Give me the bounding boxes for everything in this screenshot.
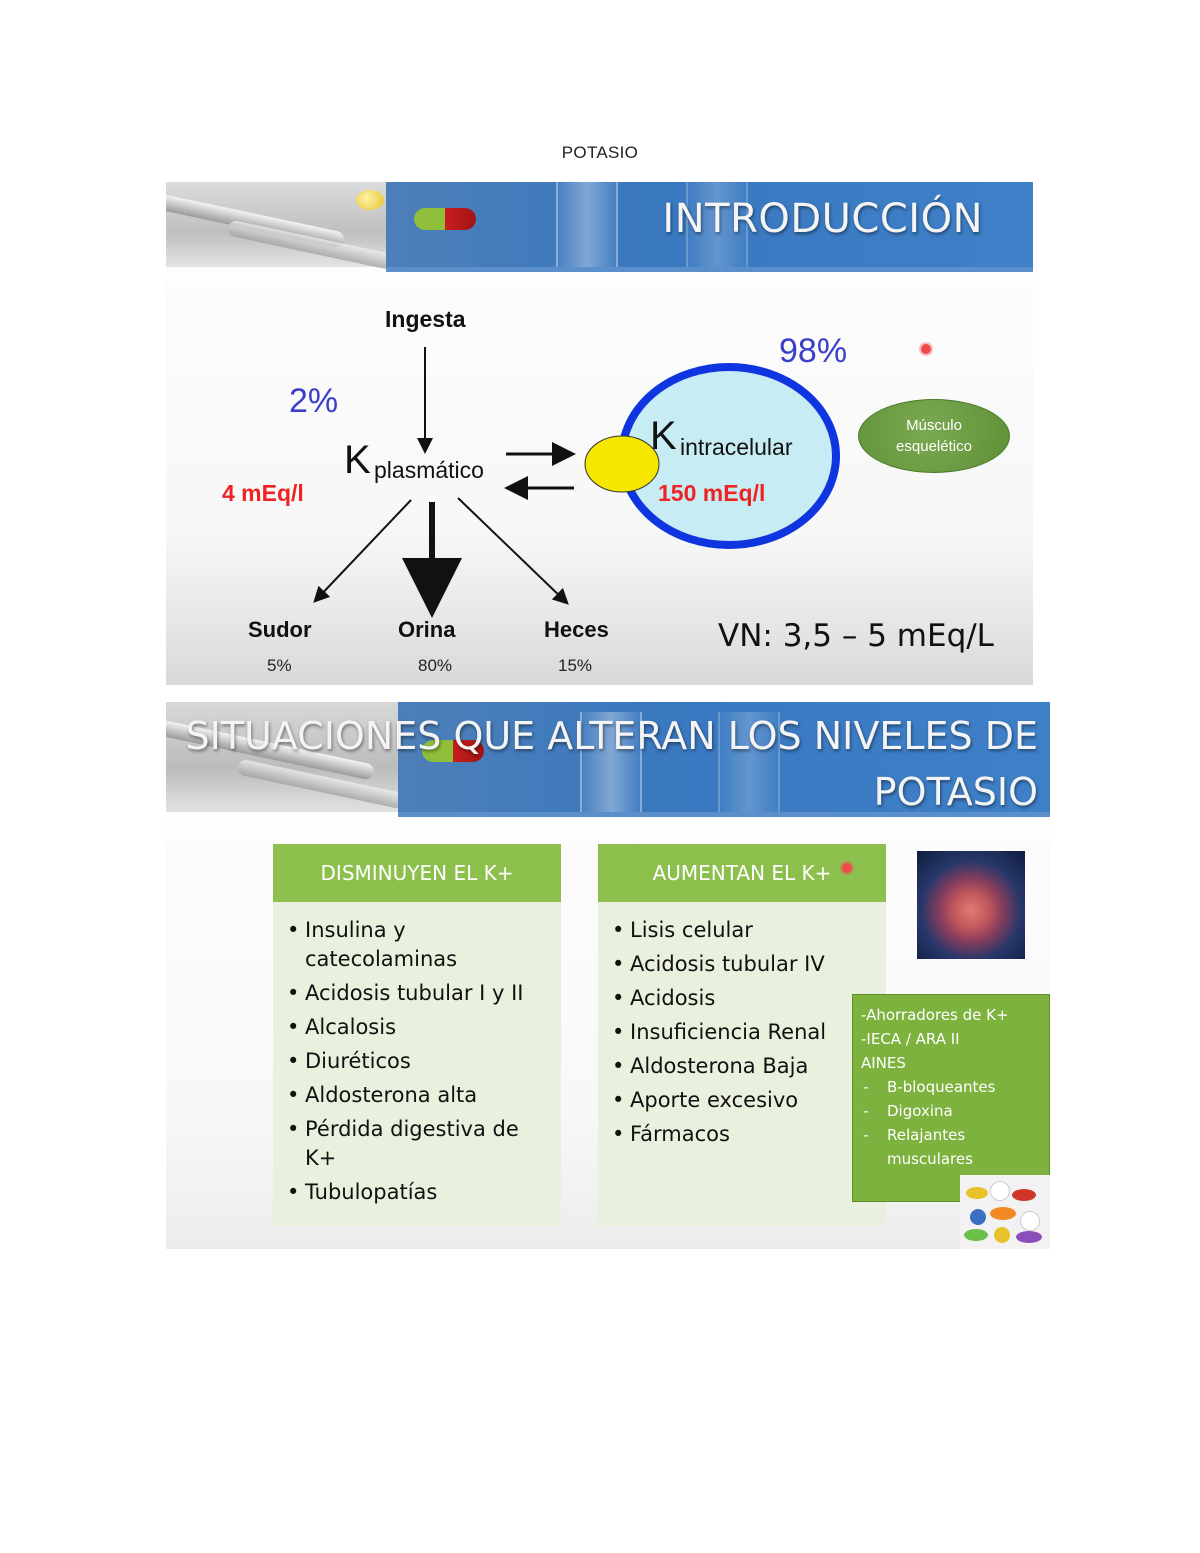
drugs-box: -Ahorradores de K+ -IECA / ARA II AINES …	[852, 994, 1050, 1202]
banner-blue	[386, 182, 1033, 267]
slide-title-line-1: SITUACIONES QUE ALTERAN LOS NIVELES DE	[185, 714, 1038, 758]
output-name-heces: Heces	[544, 617, 609, 642]
plasma-percent: 2%	[289, 382, 339, 420]
banner-photo	[166, 702, 406, 812]
drugs-line: -Ahorradores de K+	[861, 1006, 1009, 1024]
intracellular-percent: 98%	[779, 332, 848, 370]
drugs-line: -IECA / ARA II	[861, 1030, 960, 1048]
slide-title: SITUACIONES QUE ALTERAN LOS NIVELES DE P…	[185, 708, 1038, 820]
normal-value: VN: 3,5 – 5 mEq/L	[718, 618, 994, 654]
list-item: Acidosis	[612, 984, 872, 1013]
intracellular-concentration: 150 mEq/l	[658, 480, 766, 506]
slide-situaciones: SITUACIONES QUE ALTERAN LOS NIVELES DE P…	[166, 702, 1050, 1249]
drugs-line: AINES	[861, 1054, 906, 1072]
page-title: POTASIO	[561, 143, 639, 162]
k-intra-symbol: K	[650, 414, 677, 458]
output-name-sudor: Sudor	[248, 617, 312, 642]
list-item: Fármacos	[612, 1120, 872, 1149]
list-item: Alcalosis	[287, 1013, 547, 1042]
decrease-list: Insulina y catecolaminas Acidosis tubula…	[273, 902, 561, 1207]
drugs-subitem-continued: musculares	[887, 1150, 973, 1168]
pills-image	[960, 1175, 1050, 1249]
list-item: Lisis celular	[612, 916, 872, 945]
list-item: Insulina y catecolaminas	[287, 916, 547, 974]
banner-rule	[398, 812, 1050, 817]
output-name-orina: Orina	[398, 617, 456, 642]
banner-rule	[386, 267, 1033, 272]
channel-ellipse	[584, 435, 660, 493]
list-item: Acidosis tubular I y II	[287, 979, 547, 1008]
increase-list: Lisis celular Acidosis tubular IV Acidos…	[598, 902, 886, 1149]
list-item: Aldosterona Baja	[612, 1052, 872, 1081]
sudor-arrow	[313, 499, 412, 603]
output-pct-sudor: 5%	[267, 656, 292, 675]
list-item: Aporte excesivo	[612, 1086, 872, 1115]
list-item: Diuréticos	[287, 1047, 547, 1076]
muscle-ellipse: Músculo esquelético	[858, 399, 1010, 473]
k-plasma-symbol: K	[344, 438, 371, 482]
output-pct-heces: 15%	[558, 656, 593, 675]
slide-title-line-2: POTASIO	[873, 770, 1038, 814]
output-pct-orina: 80%	[418, 656, 453, 675]
list-item: Tubulopatías	[287, 1178, 547, 1207]
list-item: Pérdida digestiva de K+	[287, 1115, 547, 1173]
cell-image	[917, 851, 1025, 959]
increase-header: AUMENTAN EL K+	[598, 844, 886, 902]
increase-column: AUMENTAN EL K+ Lisis celular Acidosis tu…	[598, 844, 886, 1226]
list-item: Insuficiencia Renal	[612, 1018, 872, 1047]
k-plasma-subscript: plasmático	[374, 457, 484, 483]
list-item: Acidosis tubular IV	[612, 950, 872, 979]
drugs-subitem: B-bloqueantes	[861, 1075, 1041, 1099]
laser-pointer-dot	[921, 344, 931, 354]
banner-blue	[398, 702, 1050, 812]
drugs-subitem: Digoxina	[861, 1099, 1041, 1123]
decrease-column: DISMINUYEN EL K+ Insulina y catecolamina…	[273, 844, 561, 1226]
k-intra-subscript: intracelular	[680, 434, 793, 460]
potassium-diagram	[313, 347, 840, 618]
slide-introduccion: INTRODUCCIÓN Ingesta 2% 98% K plasmático…	[166, 182, 1033, 685]
muscle-label-2: esquelético	[896, 438, 972, 455]
list-item: Aldosterona alta	[287, 1081, 547, 1110]
ingesta-label: Ingesta	[385, 306, 466, 332]
laser-pointer-dot	[842, 863, 852, 873]
drugs-subitem: Relajantes	[861, 1123, 1041, 1147]
slide-title: INTRODUCCIÓN	[662, 196, 983, 242]
plasma-concentration: 4 mEq/l	[222, 480, 304, 506]
decrease-header: DISMINUYEN EL K+	[273, 844, 561, 902]
heces-arrow	[457, 497, 569, 605]
muscle-label-1: Músculo	[906, 417, 962, 434]
banner-photo	[166, 182, 406, 273]
